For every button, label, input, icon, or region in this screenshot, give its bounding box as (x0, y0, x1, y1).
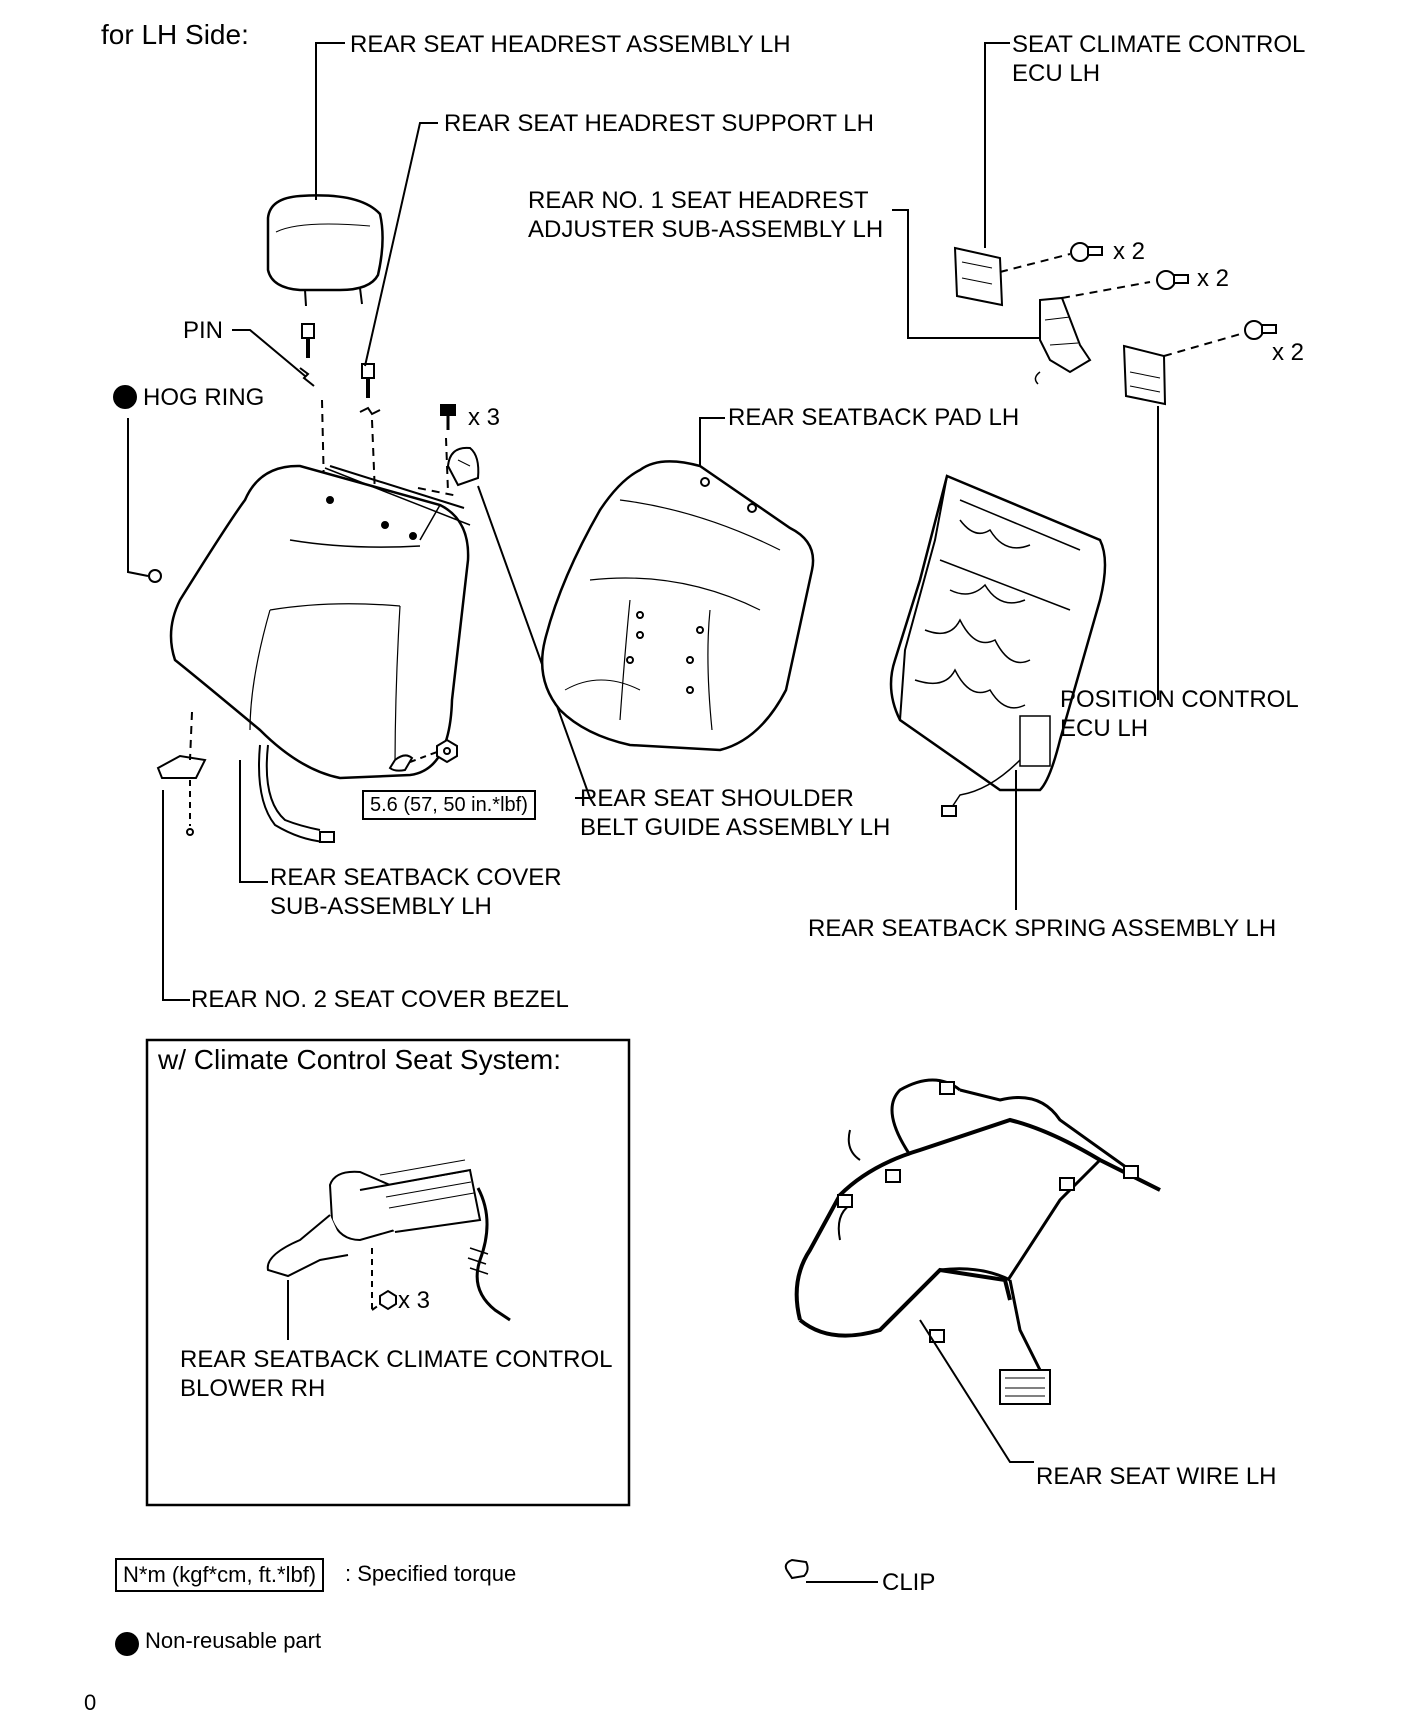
inset-title: w/ Climate Control Seat System: (158, 1044, 562, 1075)
hog-ring-drawing (148, 569, 162, 583)
pin-drawing (299, 367, 381, 416)
qty-screw: x 3 (468, 404, 501, 431)
guide-support-2 (371, 419, 377, 521)
label-seatback-pad: REAR SEATBACK PAD LH (728, 404, 1020, 431)
label-blower-line2: BLOWER RH (180, 1375, 326, 1402)
guide-screw (445, 437, 449, 493)
torque-spec-box: 5.6 (57, 50 in.*lbf) (362, 790, 536, 820)
guide-adjuster (1061, 281, 1151, 299)
label-headrest-assembly: REAR SEAT HEADREST ASSEMBLY LH (350, 31, 791, 58)
headrest-support-drawing (301, 323, 375, 398)
label-position-ecu-line1: POSITION CONTROL (1060, 686, 1299, 713)
legend-torque-desc: : Specified torque (345, 1561, 517, 1586)
label-headrest-support: REAR SEAT HEADREST SUPPORT LH (444, 110, 874, 137)
leader-climate-ecu (984, 42, 1010, 248)
clip-drawing (784, 1558, 809, 1580)
footer-code: 0 (84, 1690, 97, 1715)
qty-adjuster: x 2 (1197, 265, 1230, 292)
cover-top-frame (324, 467, 471, 526)
shoulder-belt-guide-drawing (446, 446, 480, 487)
label-shoulder-guide-line1: REAR SEAT SHOULDER (580, 785, 854, 812)
label-blower-line1: REAR SEATBACK CLIMATE CONTROL (180, 1346, 613, 1373)
label-climate-ecu-line2: ECU LH (1012, 60, 1101, 87)
leader-cover-bezel (162, 790, 190, 1001)
seatback-cover-drawing (169, 464, 470, 843)
cover-bezel-drawing (156, 754, 207, 836)
bolt-ecu-drawing (1070, 242, 1103, 262)
qty-blower: x 3 (398, 1287, 431, 1314)
label-spring-assembly: REAR SEATBACK SPRING ASSEMBLY LH (808, 915, 1277, 942)
leader-seatback-cover (239, 760, 268, 883)
label-seatback-cover-line2: SUB-ASSEMBLY LH (270, 893, 492, 920)
leader-hog-ring (127, 418, 149, 577)
guide-blower-2 (371, 1302, 383, 1311)
nut-blower-drawing (379, 1289, 397, 1311)
nonreusable-marker-icon (113, 385, 137, 409)
legend-nonreusable-icon (115, 1632, 139, 1656)
position-ecu-drawing (1122, 344, 1167, 406)
screw-drawing (440, 404, 456, 430)
guide-bezel-top (189, 711, 193, 761)
label-shoulder-guide-line2: BELT GUIDE ASSEMBLY LH (580, 814, 891, 841)
leader-adjuster (892, 209, 1040, 339)
label-seat-wire: REAR SEAT WIRE LH (1036, 1463, 1277, 1490)
guide-position-ecu (1163, 332, 1245, 357)
guide-belt-guide (417, 487, 459, 497)
headrest-adjuster-drawing (1034, 296, 1092, 385)
side-heading: for LH Side: (101, 19, 249, 50)
legend-torque-box: N*m (kgf*cm, ft.*lbf) (115, 1558, 325, 1592)
leader-pin (232, 329, 306, 377)
legend-nonreusable: Non-reusable part (145, 1628, 322, 1653)
qty-position-ecu: x 2 (1272, 339, 1305, 366)
headrest-assembly-drawing (266, 194, 384, 307)
spring-assembly-drawing (889, 474, 1107, 817)
label-adjuster-line1: REAR NO. 1 SEAT HEADREST (528, 187, 869, 214)
leader-headrest-support (364, 122, 438, 367)
label-cover-bezel: REAR NO. 2 SEAT COVER BEZEL (191, 986, 569, 1013)
seat-climate-ecu-drawing (953, 246, 1004, 307)
leader-shoulder-guide (477, 485, 592, 799)
seatback-pad-drawing (540, 460, 815, 752)
bolt-adjuster-drawing (1156, 270, 1189, 290)
leader-seat-wire (919, 1319, 1034, 1463)
climate-blower-drawing (266, 1159, 511, 1322)
leader-headrest (315, 42, 345, 200)
qty-climate-ecu: x 2 (1113, 238, 1146, 265)
guide-nut (409, 751, 438, 763)
label-adjuster-line2: ADJUSTER SUB-ASSEMBLY LH (528, 216, 884, 243)
label-clip: CLIP (882, 1569, 936, 1596)
guide-climate-ecu (999, 253, 1071, 273)
bolt-position-drawing (1244, 320, 1277, 340)
inset-frame (145, 1038, 631, 1507)
torque-nut-drawing (436, 738, 458, 764)
label-climate-ecu-line1: SEAT CLIMATE CONTROL (1012, 31, 1306, 58)
leader-seatback-pad (699, 417, 725, 466)
label-pin: PIN (183, 317, 224, 344)
seat-wire-drawing (794, 1078, 1161, 1405)
label-seatback-cover-line1: REAR SEATBACK COVER (270, 864, 562, 891)
label-position-ecu-line2: ECU LH (1060, 715, 1149, 742)
label-hog-ring: HOG RING (143, 384, 265, 411)
